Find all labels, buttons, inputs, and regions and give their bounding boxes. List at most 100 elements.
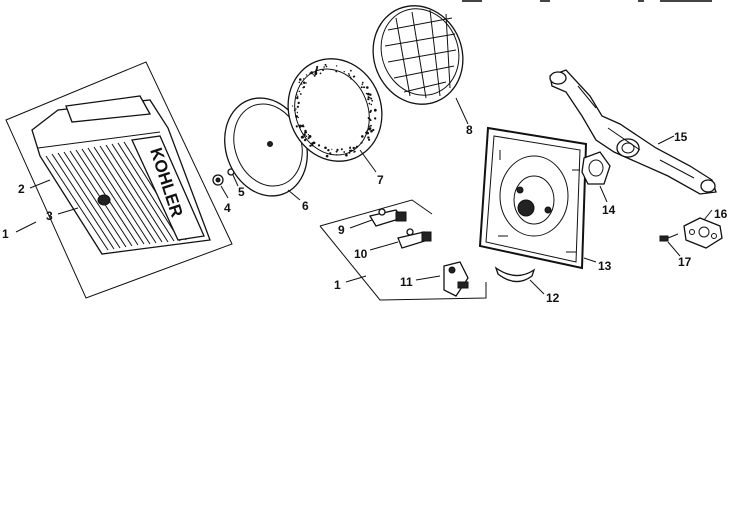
foam-speck (331, 148, 333, 150)
foam-speck (325, 154, 329, 158)
foam-speck (297, 95, 299, 98)
foam-precleaner (287, 58, 383, 162)
foam-speck (348, 74, 351, 77)
kit-outline-top (319, 199, 433, 227)
foam-speck (299, 124, 302, 127)
foam-speck (360, 141, 363, 144)
foam-speck (305, 82, 307, 84)
breather-tube-part (368, 208, 407, 227)
foam-speck (372, 128, 375, 132)
foam-speck (369, 125, 371, 127)
callout-5: 5 (238, 185, 245, 199)
callout-16: 16 (714, 207, 728, 221)
foam-speck (317, 144, 321, 147)
callout-15: 15 (674, 130, 688, 144)
foam-speck (299, 93, 302, 95)
foam-speck (350, 149, 353, 152)
foam-speck (297, 101, 300, 105)
foam-texture (292, 63, 377, 158)
mount-gasket-part (683, 217, 723, 249)
foam-speck (305, 74, 308, 76)
callout-1-cover-kit: 1 (2, 227, 9, 241)
foam-speck (302, 81, 306, 84)
foam-speck (365, 131, 367, 134)
foam-speck (350, 76, 352, 78)
foam-speck (365, 92, 368, 95)
foam-speck (355, 145, 359, 148)
base-plate (478, 126, 588, 270)
bracket-part (443, 261, 469, 297)
callout-9: 9 (338, 223, 345, 237)
foam-speck (304, 131, 307, 134)
foam-speck (307, 134, 309, 136)
foam-speck (360, 86, 363, 89)
cover-kit-outline (5, 61, 233, 299)
foam-speck (325, 65, 328, 68)
foam-speck (324, 63, 327, 66)
foam-speck (345, 153, 348, 157)
foam-speck (301, 83, 303, 85)
foam-speck (353, 75, 356, 78)
foam-speck (363, 86, 366, 89)
gasket-part (581, 151, 611, 185)
foam-speck (366, 131, 370, 135)
foam-speck (369, 93, 372, 96)
foam-speck (307, 137, 310, 140)
cropped-header-fragment (462, 0, 712, 2)
foam-speck (322, 69, 324, 72)
callout-11: 11 (400, 275, 413, 289)
callout-12: 12 (546, 291, 560, 305)
foam-speck (370, 103, 373, 106)
foam-speck (301, 125, 304, 128)
foam-speck (336, 65, 338, 67)
foam-speck (316, 65, 319, 68)
foam-speck (368, 102, 371, 105)
cover-assembly-group: KOHLER (5, 61, 233, 299)
foam-speck (296, 105, 299, 108)
foam-speck (348, 149, 351, 152)
callout-7: 7 (377, 173, 384, 187)
callout-3: 3 (46, 209, 53, 223)
foam-speck (354, 147, 356, 149)
foam-speck (295, 125, 298, 128)
brand-panel (131, 135, 205, 241)
callout-10: 10 (354, 247, 368, 261)
callout-13: 13 (598, 259, 612, 273)
foam-speck (302, 78, 305, 80)
foam-speck (315, 69, 318, 72)
foam-speck (366, 130, 368, 132)
callout-2: 2 (18, 182, 25, 196)
foam-speck (303, 133, 306, 136)
foam-speck (350, 77, 352, 80)
foam-speck (340, 148, 343, 151)
foam-speck (374, 118, 377, 120)
foam-speck (336, 148, 339, 151)
foam-speck (367, 136, 370, 139)
foam-speck (312, 73, 314, 76)
foam-speck (296, 111, 299, 114)
screw-part (659, 233, 679, 242)
foam-speck (299, 126, 301, 129)
foam-speck (361, 81, 364, 84)
foam-speck (335, 154, 338, 156)
wing-nut-part (212, 174, 224, 186)
foam-speck (292, 105, 294, 107)
foam-speck (335, 70, 338, 73)
foam-speck (311, 144, 314, 147)
callout-4: 4 (224, 201, 231, 215)
foam-speck (348, 73, 350, 75)
foam-speck (329, 152, 332, 155)
foam-speck (309, 144, 312, 147)
foam-speck (299, 78, 302, 81)
foam-speck (370, 129, 373, 133)
cover-top-ridge (65, 95, 152, 123)
cover-knob (97, 194, 111, 206)
foam-speck (367, 96, 370, 99)
foam-speck (305, 135, 308, 138)
foam-speck (319, 72, 322, 75)
foam-speck (295, 115, 298, 118)
callout-numbers: 1 2 3 4 5 6 7 8 9 10 1 11 12 13 14 15 16… (2, 123, 728, 305)
foam-speck (308, 135, 312, 138)
breather-hose-part (397, 228, 432, 249)
